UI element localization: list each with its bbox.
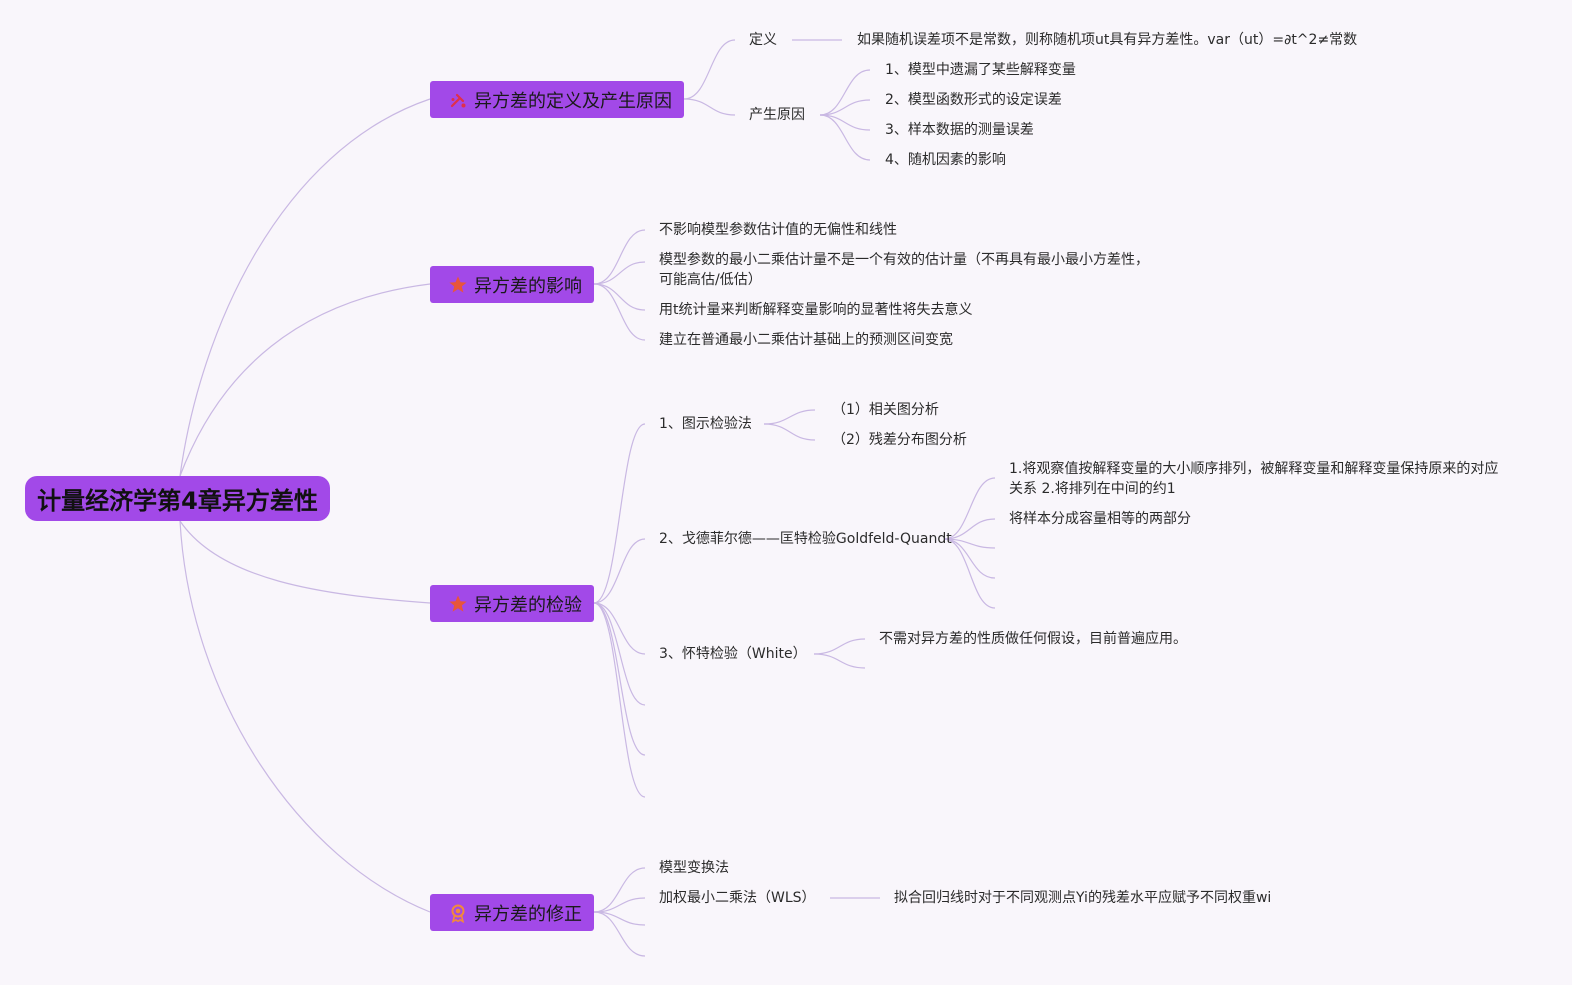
impact-item[interactable]: 用t统计量来判断解释变量影响的显著性将失去意义 — [659, 302, 973, 318]
correction-item[interactable]: 加权最小二乘法（WLS） — [659, 890, 816, 906]
connector-root-t4 — [179, 520, 431, 913]
test-method-child[interactable]: 不需对异方差的性质做任何假设，目前普遍应用。 — [879, 631, 1187, 647]
correction-item[interactable]: 模型变换法 — [659, 860, 729, 876]
test-method-child[interactable]: 1.将观察值按解释变量的大小顺序排列，被解释变量和解释变量保持原来的对应关系 2… — [1009, 461, 1499, 497]
topic-testing[interactable]: 异方差的检验 — [430, 585, 594, 622]
test-method-child[interactable]: （2）残差分布图分析 — [832, 432, 967, 448]
cause-item[interactable]: 1、模型中遗漏了某些解释变量 — [885, 62, 1076, 78]
topic-label: 异方差的检验 — [474, 594, 582, 616]
connector-root-t3 — [179, 520, 431, 604]
impact-item[interactable]: 模型参数的最小二乘估计量不是一个有效的估计量（不再具有最小最小方差性，可能高估/… — [659, 252, 1149, 288]
test-method-child[interactable]: （1）相关图分析 — [832, 402, 939, 418]
award-ribbon-icon — [451, 904, 465, 923]
star-icon — [449, 595, 467, 612]
topic-impact[interactable]: 异方差的影响 — [430, 266, 594, 303]
wls-description[interactable]: 拟合回归线时对于不同观测点Yi的残差水平应赋予不同权重wi — [894, 890, 1272, 906]
cause-item[interactable]: 3、样本数据的测量误差 — [885, 122, 1034, 138]
star-icon — [449, 276, 467, 293]
topic-label: 异方差的修正 — [474, 903, 582, 925]
topic-definition-causes[interactable]: 异方差的定义及产生原因 — [430, 81, 684, 118]
test-method-white[interactable]: 3、怀特检验（White） — [659, 646, 807, 662]
central-topic-label: 计量经济学第4章异方差性 — [37, 487, 318, 515]
impact-item[interactable]: 建立在普通最小二乘估计基础上的预测区间变宽 — [659, 332, 953, 348]
definition-text[interactable]: 如果随机误差项不是常数，则称随机项ut具有异方差性。var（ut）=∂t^2≠常… — [857, 32, 1358, 48]
test-method-child[interactable]: 将样本分成容量相等的两部分 — [1009, 511, 1191, 527]
connector-root-t1 — [179, 98, 431, 477]
connector-root-t2 — [179, 283, 431, 477]
test-method-goldfeld-quandt[interactable]: 2、戈德菲尔德——匡特检验Goldfeld-Quandt — [659, 531, 952, 547]
central-topic[interactable]: 计量经济学第4章异方差性 — [25, 476, 330, 521]
topic-label: 异方差的定义及产生原因 — [474, 90, 672, 112]
subtopic-causes[interactable]: 产生原因 — [749, 107, 805, 123]
subtopic-definition[interactable]: 定义 — [749, 32, 777, 48]
cause-item[interactable]: 2、模型函数形式的设定误差 — [885, 92, 1062, 108]
impact-item[interactable]: 不影响模型参数估计值的无偏性和线性 — [659, 222, 897, 238]
topic-label: 异方差的影响 — [474, 275, 582, 297]
cause-item[interactable]: 4、随机因素的影响 — [885, 152, 1006, 168]
test-method-graphical[interactable]: 1、图示检验法 — [659, 416, 752, 432]
topic-correction[interactable]: 异方差的修正 — [430, 894, 594, 931]
tools-icon — [450, 93, 466, 107]
